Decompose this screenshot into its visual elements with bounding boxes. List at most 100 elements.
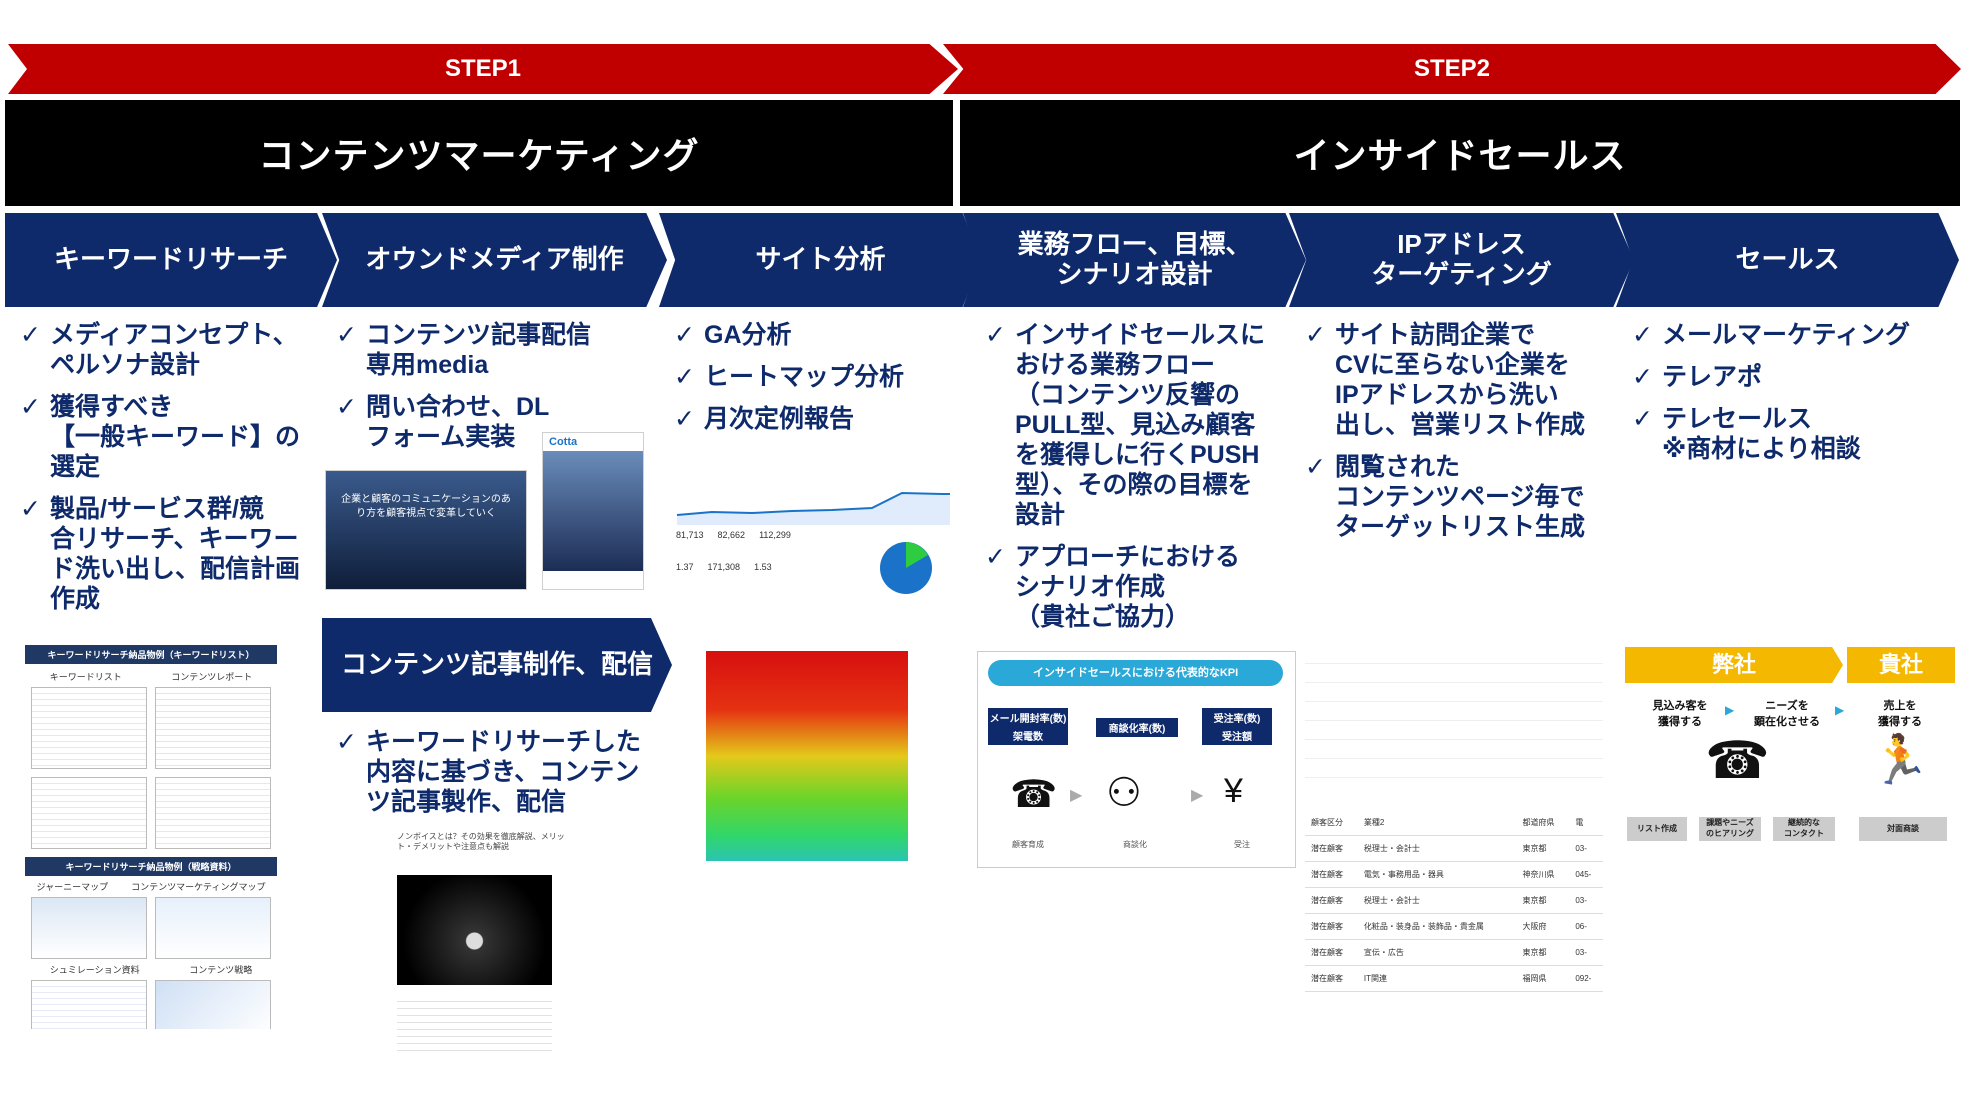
ip-link-list-thumbnail [1305,645,1603,780]
chevron-content-article-label: コンテンツ記事制作、配信 [340,649,653,680]
kpi-item: 商談化率(数) [1096,718,1178,737]
arrow-icon: ▶ [1835,703,1845,717]
chevron-keyword-research: キーワードリサーチ [5,213,337,307]
arrow-icon: ▶ [1070,787,1083,804]
table-header-row: 顧客区分 業種2 都道府県 電 [1305,810,1603,836]
bullet-item: 閲覧された コンテンツページ毎で ターゲットリスト生成 [1305,452,1605,542]
table-cell: 潜在顧客 [1305,887,1358,914]
step2-arrow: STEP2 [943,44,1961,94]
kpi-item: 受注額 [1202,726,1272,745]
table-row: 潜在顧客 IT関連 福岡県 092- [1305,965,1603,992]
ga-analysis-thumbnail: 81,713 82,662 112,299 1.37 171,308 1.53 [672,460,952,600]
table-row: 潜在顧客 化粧品・装身品・装飾品・貴金属 大阪府 06- [1305,913,1603,940]
kpi-caption: 顧客育成 [1012,840,1044,849]
owned-media-thumbnail: 企業と顧客のコミュニケーションのあり方を顧客視点で変革していく [325,470,527,590]
keyword-research-bullets: メディアコンセプト、 ペルソナ設計 獲得すべき 【一般キーワード】の 選定 製品… [20,320,315,626]
table-cell: 税理士・会計士 [1357,835,1517,862]
table-cell: 大阪府 [1516,913,1570,940]
spreadsheet-image [31,777,147,849]
bullet-item: 製品/サービス群/競 合リサーチ、キーワー ド洗い出し、配信計画 作成 [20,494,315,614]
chevron-site-analysis-label: サイト分析 [755,244,886,275]
media-hero-text: 企業と顧客のコミュニケーションのあり方を顧客視点で変革していく [341,494,511,519]
deliverable-label: ジャーニーマップ [36,882,109,892]
flow-step: 売上を 獲得する [1878,700,1922,728]
table-cell: 092- [1569,965,1603,992]
flow-step: 見込み客を 獲得する [1652,700,1708,728]
table-cell: 潜在顧客 [1305,965,1358,992]
table-cell: 宣伝・広告 [1357,939,1517,966]
table-cell: 化粧品・装身品・装飾品・貴金属 [1357,913,1517,940]
bullet-item: メディアコンセプト、 ペルソナ設計 [20,320,315,380]
spreadsheet-image [155,777,271,849]
table-cell: 税理士・会計士 [1357,887,1517,914]
table-cell: 03- [1569,887,1603,914]
ga-stat: 81,713 [676,530,704,540]
table-cell: 06- [1569,913,1603,940]
table-cell: 電気・事務用品・器具 [1357,861,1517,888]
simulation-image [31,980,147,1029]
runner-icon: 🏃 [1870,734,1930,787]
spreadsheet-image [31,687,147,769]
ga-stat: 1.37 [676,562,694,572]
bullet-item: コンテンツ記事配信 専用media [336,320,636,380]
kpi-item: 受注率(数) [1202,708,1272,727]
strategy-image [155,980,271,1029]
chevron-ip-targeting: IPアドレス ターゲティング [1289,213,1634,307]
phase-inside-sales: インサイドセールス [960,100,1960,206]
table-header-cell: 電 [1569,810,1603,836]
ga-stat: 82,662 [717,530,746,540]
table-cell: 神奈川県 [1516,861,1570,888]
table-row: 潜在顧客 電気・事務用品・器具 神奈川県 045- [1305,861,1603,888]
bullet-item: 月次定例報告 [674,404,964,434]
owned-media-mobile-thumbnail: Cotta [542,432,644,590]
table-header-cell: 顧客区分 [1305,810,1358,836]
bullet-item: サイト訪問企業で CVに至らない企業を IPアドレスから洗い 出し、営業リスト作… [1305,320,1605,440]
deliverable-header: キーワードリサーチ納品物例（戦略資料） [25,857,277,876]
chevron-sales-label: セールス [1735,244,1840,275]
phase-inside-sales-label: インサイドセールス [1293,135,1627,176]
table-cell: 03- [1569,835,1603,862]
bullet-item: キーワードリサーチした 内容に基づき、コンテン ツ記事製作、配信 [336,727,656,817]
bullet-item: インサイドセールスに おける業務フロー （コンテンツ反響の PULL型、見込み顧… [985,320,1285,530]
chevron-workflow-design-line2: シナリオ設計 [1056,259,1213,289]
sales-flow-thumbnail: 弊社 貴社 見込み客を 獲得する ニーズを 顕在化させる 売上を 獲得する ▶ … [1625,645,1955,850]
table-cell: 03- [1569,939,1603,966]
table-cell: 045- [1569,861,1603,888]
journey-map-image [31,897,147,959]
chevron-keyword-research-label: キーワードリサーチ [53,244,288,275]
table-cell: 潜在顧客 [1305,835,1358,862]
ga-stat: 112,299 [759,530,791,540]
money-bag-icon: ¥ [1224,772,1243,810]
deliverable-label: シュミレーション資料 [49,965,140,975]
chevron-owned-media: オウンドメディア制作 [322,213,667,307]
table-row: 潜在顧客 税理士・会計士 東京都 03- [1305,835,1603,862]
ga-stat: 1.53 [754,562,772,572]
deliverable-label: キーワードリスト [49,672,122,682]
arrow-icon: ▶ [1725,703,1735,717]
ip-target-table: 顧客区分 業種2 都道府県 電 潜在顧客 税理士・会計士 東京都 03- 潜在顧… [1305,810,1603,992]
arrow-icon: ▶ [1191,787,1204,804]
kpi-item: 架電数 [988,726,1068,745]
chevron-ip-targeting-line1: IPアドレス [1397,229,1526,260]
bullet-item: 獲得すべき 【一般キーワード】の 選定 [20,392,315,482]
step2-label: STEP2 [1413,55,1491,82]
table-header-cell: 都道府県 [1516,810,1570,836]
client-company-banner: 貴社 [1847,647,1955,683]
flow-tag: 課題やニーズ のヒアリング [1699,817,1761,841]
table-cell: 潜在顧客 [1305,913,1358,940]
kpi-item: メール開封率(数) [988,708,1068,727]
table-row: 潜在顧客 税理士・会計士 東京都 03- [1305,887,1603,914]
kpi-caption: 商談化 [1123,840,1147,849]
sales-bullets: メールマーケティング テレアポ テレセールス ※商材により相談 [1632,320,1942,476]
flow-tag: リスト作成 [1627,817,1687,841]
step1-arrow: STEP1 [8,44,958,94]
article-thumbnail: ノンボイスとは？その効果を徹底解説、メリット・デメリットや注意点も解説 [395,830,570,1060]
flow-tag: 対面商談 [1859,817,1947,841]
operator-icon: ☎ [1705,732,1770,790]
deliverable-label: コンテンツマーケティングマップ [131,882,266,892]
meeting-icon: ⚇ [1106,771,1142,815]
workflow-design-bullets: インサイドセールスに おける業務フロー （コンテンツ反響の PULL型、見込み顧… [985,320,1285,644]
spreadsheet-image [155,687,271,769]
step1-label: STEP1 [444,55,522,82]
flow-step: ニーズを 顕在化させる [1754,700,1820,728]
